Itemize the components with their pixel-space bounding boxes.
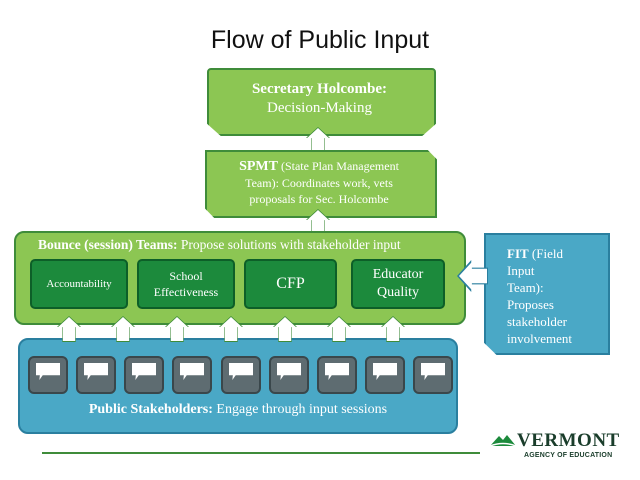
public-desc: Engage through input sessions <box>212 402 388 417</box>
team-label: Educator Quality <box>373 266 424 302</box>
up-arrow-icon <box>307 210 329 234</box>
speech-bubble-icon <box>28 356 68 394</box>
team-label-line-1: School <box>169 269 203 283</box>
team-label-line-1: Educator <box>372 267 424 282</box>
team-label-line-2: Quality <box>377 285 419 300</box>
logo-subtitle: AGENCY OF EDUCATION <box>524 452 613 459</box>
speech-bubble-icon <box>413 356 453 394</box>
bounce-desc: Propose solutions with stakeholder input <box>177 237 401 252</box>
logo-name: VERMONT <box>517 430 620 451</box>
spmt-desc-2: Team): Coordinates work, vets <box>245 176 393 190</box>
up-arrow-icon <box>382 317 404 341</box>
fit-acronym: FIT <box>507 246 529 261</box>
fit-line: involvement <box>507 331 572 346</box>
team-educator-quality: Educator Quality <box>351 259 445 309</box>
up-arrow-icon <box>220 317 242 341</box>
up-arrow-icon <box>328 317 350 341</box>
diagram-title: Flow of Public Input <box>210 26 430 54</box>
secretary-text: Secretary Holcombe: Decision-Making <box>207 80 432 118</box>
spmt-desc-1: (State Plan Management <box>277 159 399 173</box>
team-label-line-2: Effectiveness <box>153 285 219 299</box>
fit-text: FIT (Field Input Team): Proposes stakeho… <box>507 245 603 347</box>
fit-line: Team): <box>507 280 544 295</box>
fit-line: stakeholder <box>507 314 567 329</box>
speech-bubble-icon <box>269 356 309 394</box>
fit-box <box>484 233 610 355</box>
team-accountability: Accountability <box>30 259 128 309</box>
speech-bubble-icon <box>317 356 357 394</box>
speech-bubble-icon <box>221 356 261 394</box>
up-arrow-icon <box>58 317 80 341</box>
up-arrow-icon <box>307 128 329 152</box>
footer-divider <box>42 452 480 454</box>
bounce-teams-title: Bounce (session) Teams: Propose solution… <box>38 237 401 253</box>
fit-line: Proposes <box>507 297 554 312</box>
public-stakeholders-text: Public Stakeholders: Engage through inpu… <box>18 402 458 418</box>
team-label: Accountability <box>46 278 112 290</box>
secretary-role: Decision-Making <box>267 100 372 116</box>
bounce-label: Bounce (session) Teams: <box>38 237 178 252</box>
mountain-logo-icon <box>490 435 516 447</box>
speech-bubble-icon <box>76 356 116 394</box>
secretary-name: Secretary Holcombe: <box>251 81 388 97</box>
speech-bubble-icon <box>124 356 164 394</box>
up-arrow-icon <box>112 317 134 341</box>
up-arrow-icon <box>166 317 188 341</box>
spmt-acronym: SPMT <box>239 159 278 174</box>
public-label: Public Stakeholders: <box>88 402 213 417</box>
team-label: School Effectiveness <box>154 268 218 300</box>
team-cfp: CFP <box>244 259 337 309</box>
fit-line: (Field <box>528 246 563 261</box>
team-label: CFP <box>276 275 305 292</box>
speech-bubble-icon <box>365 356 405 394</box>
secretary-box <box>207 68 436 136</box>
spmt-desc-3: proposals for Sec. Holcombe <box>249 192 389 206</box>
up-arrow-icon <box>274 317 296 341</box>
fit-line: Input <box>507 263 535 278</box>
spmt-text: SPMT (State Plan Management Team): Coord… <box>212 158 426 207</box>
speech-bubble-icon <box>172 356 212 394</box>
team-school-effectiveness: School Effectiveness <box>137 259 235 309</box>
